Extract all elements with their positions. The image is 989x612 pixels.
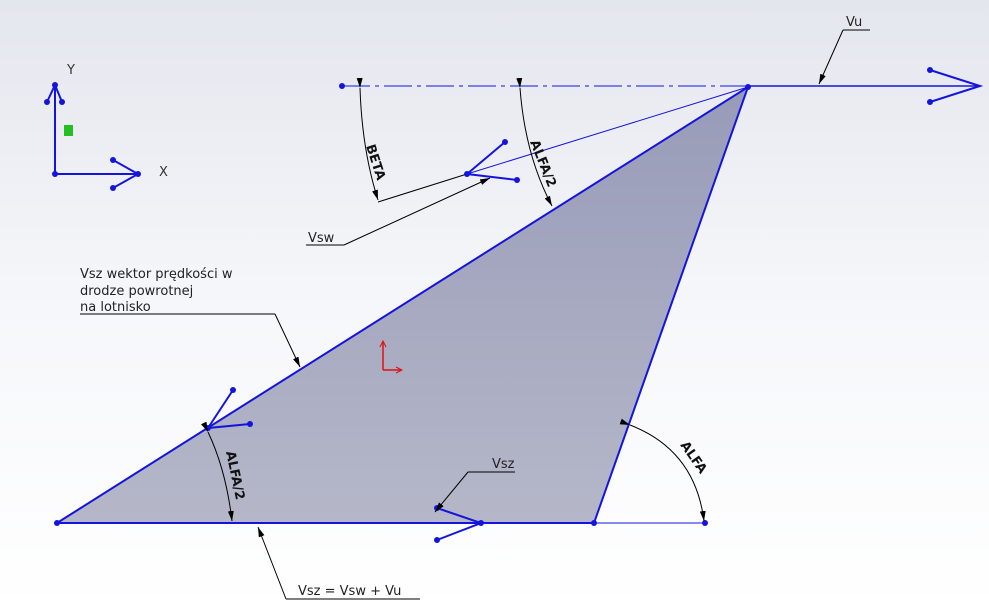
alfa-half-top-dimension-arc[interactable]	[516, 77, 553, 207]
vsz-leader	[434, 471, 469, 513]
vsz-description-line2[interactable]: drodze powrotnej	[80, 284, 193, 299]
equation-note[interactable]: Vsz = Vsw + Vu	[298, 584, 401, 599]
vsw-leader	[343, 177, 491, 246]
vsz-note[interactable]: Vsz	[492, 457, 515, 472]
coordinate-triad-icon	[44, 82, 141, 191]
alfa-dimension-arc[interactable]	[619, 418, 706, 522]
vu-arrowhead[interactable]	[929, 69, 984, 103]
beta-dimension-arc[interactable]	[356, 77, 379, 201]
x-axis-label: X	[159, 165, 168, 180]
beta-extension-line	[377, 173, 468, 203]
equation-leader	[257, 526, 287, 600]
vsz-description-line1[interactable]: Vsz wektor prędkości w	[80, 267, 233, 282]
y-axis-label: Y	[66, 63, 75, 78]
alfa-half-bottom-dimension-arc[interactable]	[201, 421, 234, 522]
velocity-triangle[interactable]	[53, 84, 750, 524]
vsw-vector-line[interactable]	[466, 86, 749, 175]
vu-leader	[818, 29, 844, 85]
vsw-note[interactable]: Vsw	[308, 231, 335, 246]
vsz-description-line3[interactable]: na lotnisko	[80, 300, 151, 315]
vu-note[interactable]: Vu	[846, 15, 862, 30]
vsz-description-leader	[274, 313, 301, 368]
relation-marker-icon	[64, 125, 73, 136]
sketch-origin-icon	[379, 339, 404, 374]
